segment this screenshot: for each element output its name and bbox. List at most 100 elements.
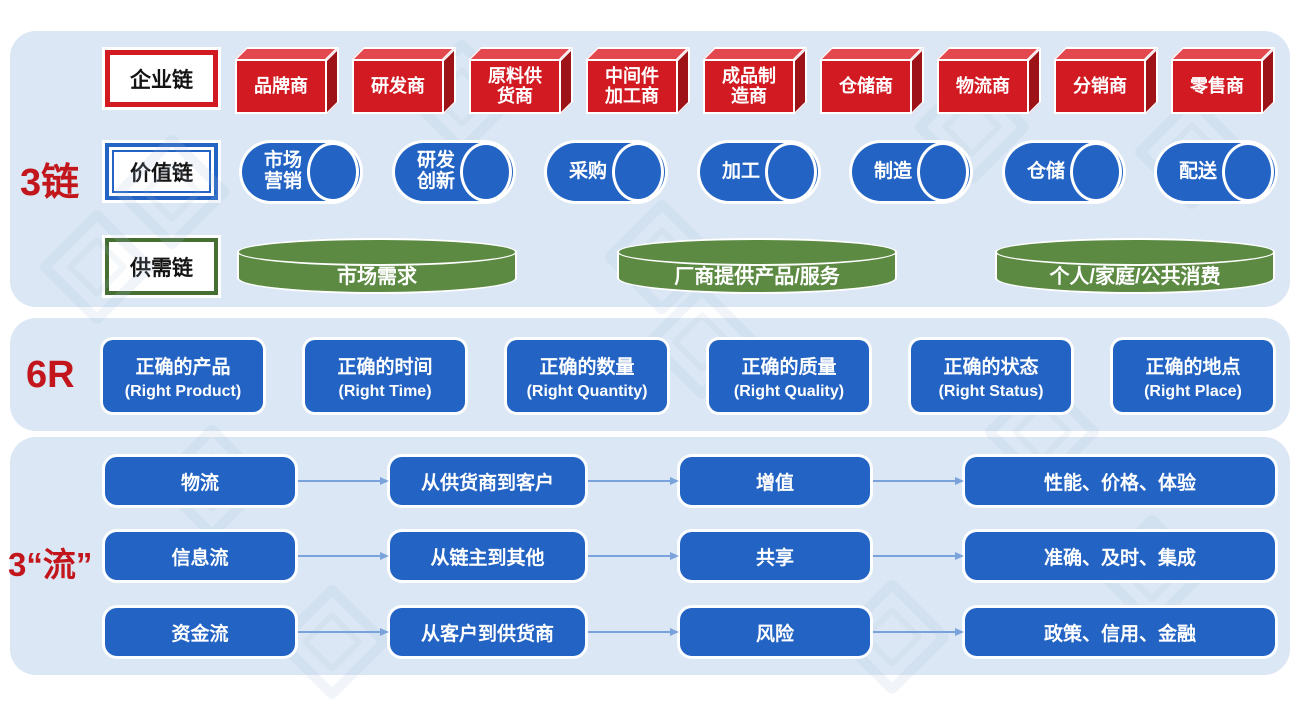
enterprise-chain-item: 成品制 造商 xyxy=(703,47,807,114)
box-front-face: 仓储商 xyxy=(820,59,912,114)
flow-arrow xyxy=(873,477,964,485)
flow-box: 性能、价格、体验 xyxy=(965,457,1275,505)
value-chain-item: 加工 xyxy=(700,143,818,201)
section-label-6r: 6R xyxy=(26,354,75,396)
flow-box: 准确、及时、集成 xyxy=(965,532,1275,580)
enterprise-chain-label: 成品制 造商 xyxy=(722,66,776,106)
enterprise-chain-label: 物流商 xyxy=(956,75,1010,96)
flow-arrow xyxy=(298,477,389,485)
section-label-3-chains: 3链 xyxy=(20,162,80,204)
demand-chain-item: 厂商提供产品/服务 xyxy=(617,238,897,294)
value-chain-item: 仓储 xyxy=(1005,143,1123,201)
six-r-card: 正确的产品 (Right Product) xyxy=(103,340,263,412)
flow-box: 物流 xyxy=(105,457,295,505)
box-side-face xyxy=(1263,47,1275,114)
six-r-chinese-label: 正确的状态 xyxy=(943,356,1039,378)
box-top-face xyxy=(469,47,573,59)
enterprise-chain-label: 研发商 xyxy=(371,75,425,96)
flow-arrow xyxy=(298,628,389,636)
box-side-face xyxy=(561,47,573,114)
six-r-english-label: (Right Status) xyxy=(938,382,1044,400)
six-r-card: 正确的质量 (Right Quality) xyxy=(709,340,869,412)
box-side-face xyxy=(912,47,924,114)
box-top-face xyxy=(703,47,807,59)
box-front-face: 成品制 造商 xyxy=(703,59,795,114)
six-r-card: 正确的地点(Right Place) xyxy=(1113,340,1273,412)
value-chain-item: 配送 xyxy=(1157,143,1275,201)
six-r-english-label: (Right Product) xyxy=(124,382,242,400)
section-label-3-flows: 3“流” xyxy=(8,546,93,583)
value-chain-item: 市场 营销 xyxy=(242,143,360,201)
value-chain-label: 采购 xyxy=(568,160,607,182)
flow-box: 从供货商到客户 xyxy=(390,457,585,505)
value-chain-label: 加工 xyxy=(721,160,760,182)
box-side-face xyxy=(444,47,456,114)
flow-box: 风险 xyxy=(680,608,870,656)
six-r-chinese-label: 正确的时间 xyxy=(337,356,433,378)
box-side-face xyxy=(678,47,690,114)
box-front-face: 分销商 xyxy=(1054,59,1146,114)
six-r-card: 正确的数量(Right Quantity) xyxy=(507,340,667,412)
value-chain-label: 研发 创新 xyxy=(416,150,455,192)
flow-box: 政策、信用、金融 xyxy=(965,608,1275,656)
flow-box: 从链主到其他 xyxy=(390,532,585,580)
box-top-face xyxy=(820,47,924,59)
box-front-face: 零售商 xyxy=(1171,59,1263,114)
enterprise-chain-label: 仓储商 xyxy=(839,75,893,96)
box-top-face xyxy=(937,47,1041,59)
box-side-face xyxy=(795,47,807,114)
six-r-chinese-label: 正确的质量 xyxy=(741,356,837,378)
value-chain-item: 制造 xyxy=(852,143,970,201)
box-front-face: 研发商 xyxy=(352,59,444,114)
box-side-face xyxy=(1146,47,1158,114)
enterprise-chain-label: 中间件 加工商 xyxy=(605,66,659,106)
demand-chain-tag: 供需链 xyxy=(105,238,218,295)
enterprise-chain-item: 品牌商 xyxy=(235,47,339,114)
box-front-face: 品牌商 xyxy=(235,59,327,114)
demand-chain-item: 个人/家庭/公共消费 xyxy=(995,238,1275,294)
flow-arrow xyxy=(588,552,679,560)
value-chain-label: 制造 xyxy=(873,160,912,182)
flow-arrow xyxy=(588,628,679,636)
disk-top-ellipse xyxy=(617,238,897,266)
enterprise-chain-item: 原料供 货商 xyxy=(469,47,573,114)
demand-chain-label: 个人/家庭/公共消费 xyxy=(1049,266,1221,288)
value-chain-tag: 价值链 xyxy=(105,143,218,200)
enterprise-chain-item: 物流商 xyxy=(937,47,1041,114)
six-r-chinese-label: 正确的地点 xyxy=(1145,356,1241,378)
value-chain-item: 采购 xyxy=(547,143,665,201)
box-top-face xyxy=(352,47,456,59)
disk-top-ellipse xyxy=(995,238,1275,266)
six-r-card: 正确的状态 (Right Status) xyxy=(911,340,1071,412)
enterprise-chain-tag: 企业链 xyxy=(105,50,218,107)
demand-chain-item: 市场需求 xyxy=(237,238,517,294)
box-top-face xyxy=(235,47,339,59)
box-top-face xyxy=(586,47,690,59)
demand-chain-label: 市场需求 xyxy=(337,266,417,288)
six-r-english-label: (Right Quality) xyxy=(733,382,845,400)
box-side-face xyxy=(1029,47,1041,114)
six-r-chinese-label: 正确的产品 xyxy=(135,356,231,378)
value-chain-label: 配送 xyxy=(1178,160,1217,182)
box-front-face: 原料供 货商 xyxy=(469,59,561,114)
enterprise-chain-label: 分销商 xyxy=(1073,75,1127,96)
value-chain-label: 市场 营销 xyxy=(263,150,302,192)
box-front-face: 物流商 xyxy=(937,59,1029,114)
enterprise-chain-item: 中间件 加工商 xyxy=(586,47,690,114)
enterprise-chain-label: 零售商 xyxy=(1190,75,1244,96)
flow-box: 共享 xyxy=(680,532,870,580)
value-chain-item: 研发 创新 xyxy=(395,143,513,201)
demand-chain-label: 厂商提供产品/服务 xyxy=(674,266,840,288)
enterprise-chain-item: 研发商 xyxy=(352,47,456,114)
enterprise-chain-item: 零售商 xyxy=(1171,47,1275,114)
box-top-face xyxy=(1171,47,1275,59)
flow-arrow xyxy=(873,628,964,636)
value-chain-label: 仓储 xyxy=(1026,160,1065,182)
flow-arrow xyxy=(873,552,964,560)
six-r-english-label: (Right Time) xyxy=(338,382,432,400)
enterprise-chain-label: 品牌商 xyxy=(254,75,308,96)
flow-box: 信息流 xyxy=(105,532,295,580)
flow-arrow xyxy=(298,552,389,560)
six-r-card: 正确的时间 (Right Time) xyxy=(305,340,465,412)
